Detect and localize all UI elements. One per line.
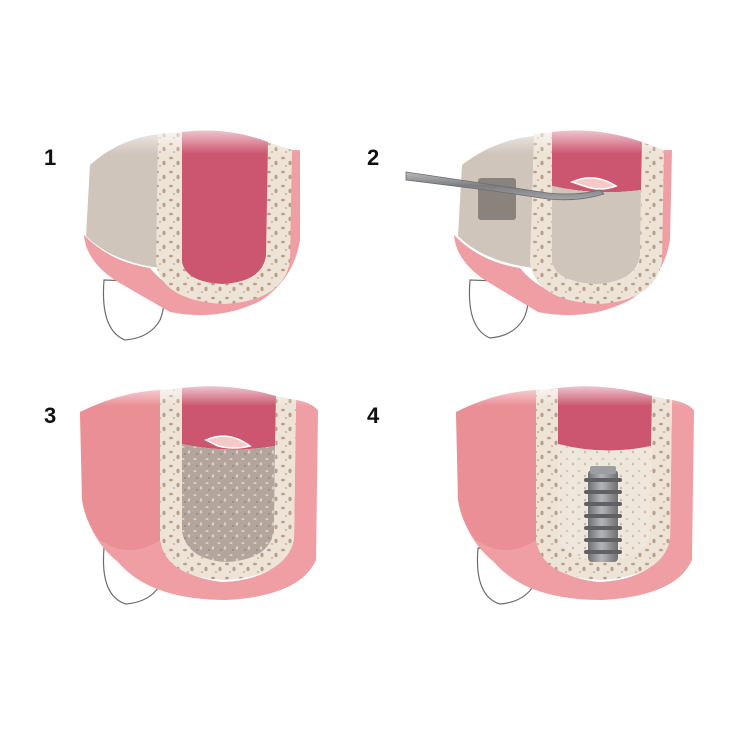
- bone-wall-4: [536, 388, 672, 580]
- step-number-4: 4: [367, 403, 380, 428]
- fade-top-4: [454, 376, 704, 406]
- panel-4: [454, 376, 704, 605]
- panel-1: [80, 118, 310, 341]
- lifting-instrument: [405, 171, 605, 201]
- lifted-membrane-3: [204, 435, 252, 449]
- sinus-cavity-1: [182, 130, 268, 284]
- bone-wall-3: [160, 388, 296, 580]
- fade-top-2: [452, 118, 682, 154]
- gum-tissue-2: [454, 150, 672, 316]
- lifted-membrane-2: [569, 177, 618, 190]
- step-number-2: 2: [367, 145, 380, 170]
- step-number-3: 3: [44, 403, 57, 428]
- gum-surface-4: [456, 390, 536, 550]
- fade-top-1: [80, 118, 310, 154]
- panel-2: [405, 118, 682, 339]
- step-number-1: 1: [44, 145, 57, 170]
- tooth-crown-1: [86, 134, 160, 268]
- panel-3: [78, 376, 328, 605]
- dental-implant: [584, 466, 622, 562]
- gum-surface-3: [80, 390, 160, 550]
- gum-tissue-1: [84, 150, 300, 316]
- bone-graft-3: [182, 444, 275, 562]
- fade-top-3: [78, 376, 328, 406]
- bone-filled-area-2: [552, 186, 641, 284]
